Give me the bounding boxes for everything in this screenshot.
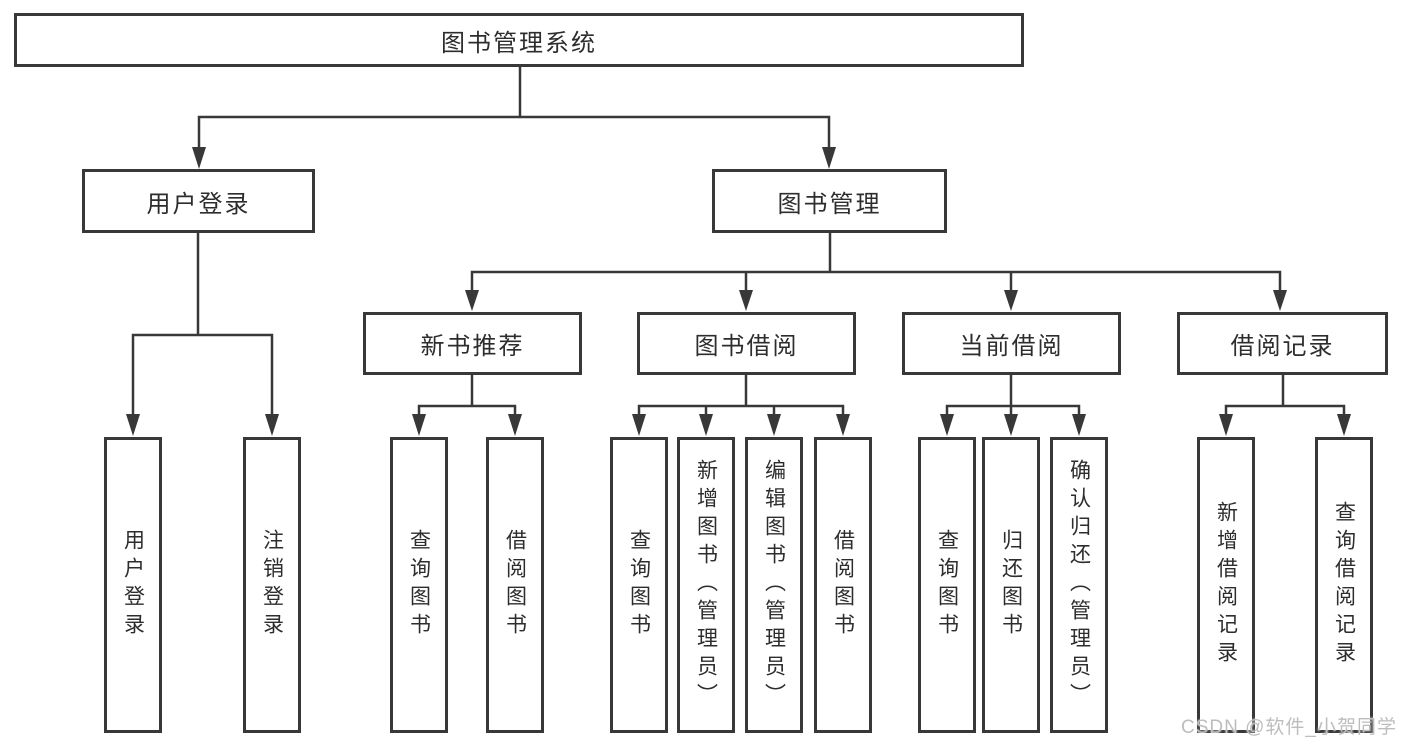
- connector-strokes: [131, 67, 1346, 416]
- node-root-label: 图书管理系统: [441, 29, 597, 57]
- node-leaf-bb-borrow-books: 借阅图书: [814, 437, 872, 733]
- node-leaf-bb-query-books-label: 查询图书: [627, 529, 651, 641]
- node-user-login-label: 用户登录: [146, 190, 251, 218]
- node-book-management: 图书管理: [712, 169, 947, 233]
- node-leaf-user-login-label: 用户登录: [121, 529, 145, 641]
- node-book-borrowing-label: 图书借阅: [694, 333, 799, 360]
- node-leaf-bb-edit-books: 编辑图书（管理员）: [745, 437, 803, 733]
- node-borrowing-records-label: 借阅记录: [1230, 333, 1335, 360]
- node-leaf-bb-add-books: 新增图书（管理员）: [677, 437, 735, 733]
- node-current-borrowing-label: 当前借阅: [959, 333, 1064, 360]
- node-leaf-cb-return-books-label: 归还图书: [999, 529, 1023, 641]
- node-leaf-cb-query-books-label: 查询图书: [935, 529, 959, 641]
- node-new-books-label: 新书推荐: [420, 333, 525, 360]
- node-leaf-br-query-record: 查询借阅记录: [1315, 437, 1373, 733]
- arrowheads: [126, 147, 1351, 436]
- node-leaf-nb-query-books: 查询图书: [390, 437, 448, 733]
- node-leaf-br-add-record: 新增借阅记录: [1197, 437, 1255, 733]
- node-user-login: 用户登录: [82, 169, 315, 233]
- node-leaf-bb-add-books-label: 新增图书（管理员）: [694, 459, 718, 711]
- node-leaf-cb-confirm-return: 确认归还（管理员）: [1050, 437, 1108, 733]
- node-leaf-nb-query-books-label: 查询图书: [407, 529, 431, 641]
- node-leaf-cb-confirm-return-label: 确认归还（管理员）: [1067, 459, 1091, 711]
- node-leaf-bb-edit-books-label: 编辑图书（管理员）: [762, 459, 786, 711]
- node-borrowing-records: 借阅记录: [1177, 312, 1388, 375]
- node-book-management-label: 图书管理: [777, 190, 882, 218]
- node-leaf-cb-query-books: 查询图书: [918, 437, 976, 733]
- node-leaf-logout-label: 注销登录: [260, 529, 284, 641]
- node-leaf-bb-borrow-books-label: 借阅图书: [831, 529, 855, 641]
- node-leaf-cb-return-books: 归还图书: [982, 437, 1040, 733]
- node-leaf-nb-borrow-books-label: 借阅图书: [503, 529, 527, 641]
- node-leaf-nb-borrow-books: 借阅图书: [486, 437, 544, 733]
- node-book-borrowing: 图书借阅: [637, 312, 856, 375]
- node-leaf-br-add-record-label: 新增借阅记录: [1214, 501, 1238, 669]
- csdn-watermark: CSDN @软件_小贺同学: [1181, 717, 1397, 738]
- node-root: 图书管理系统: [14, 13, 1024, 67]
- node-current-borrowing: 当前借阅: [902, 312, 1121, 375]
- node-new-books: 新书推荐: [363, 312, 582, 375]
- node-leaf-logout: 注销登录: [243, 437, 301, 733]
- node-leaf-user-login: 用户登录: [104, 437, 162, 733]
- node-leaf-br-query-record-label: 查询借阅记录: [1332, 501, 1356, 669]
- node-leaf-bb-query-books: 查询图书: [610, 437, 668, 733]
